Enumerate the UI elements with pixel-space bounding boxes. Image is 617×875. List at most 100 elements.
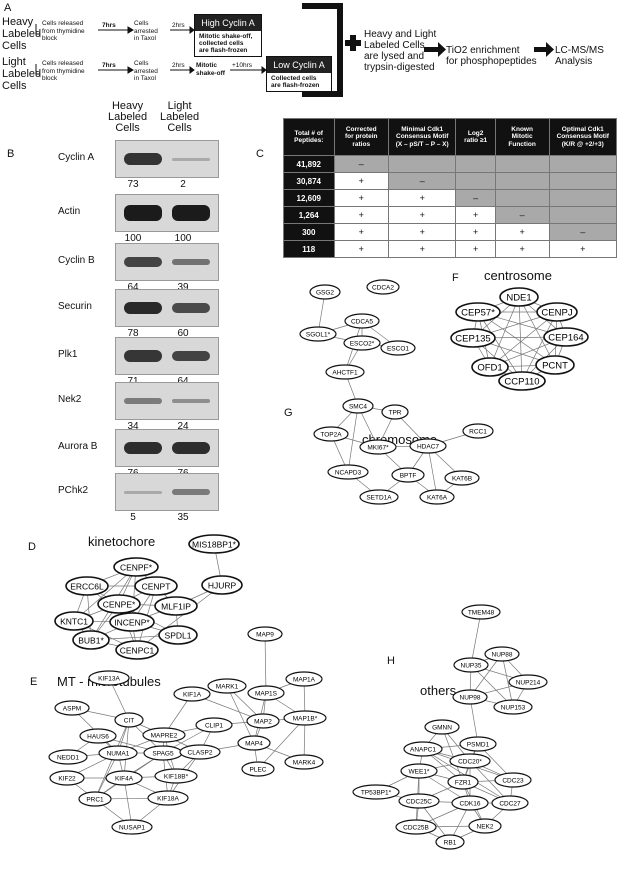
network-node-label: MAPRE2 bbox=[151, 733, 178, 740]
network-node bbox=[105, 770, 143, 786]
table-cell bbox=[548, 155, 617, 173]
light-band-2 bbox=[172, 258, 210, 266]
network-edge bbox=[347, 405, 359, 473]
heavy-value-4: 71 bbox=[118, 376, 148, 387]
light-value-0: 2 bbox=[180, 179, 186, 190]
light-2hrs: 2hrs bbox=[172, 62, 185, 69]
peptide-count: 300 bbox=[283, 223, 335, 241]
heavy-band-6 bbox=[124, 441, 162, 455]
panel-label-b: B bbox=[7, 148, 15, 160]
network-node-label: KIF18B* bbox=[164, 774, 189, 781]
network-node bbox=[54, 611, 94, 631]
network-node-label: BPTF bbox=[400, 473, 417, 480]
network-node bbox=[195, 717, 233, 733]
table-row: 30,874+– bbox=[283, 172, 617, 190]
network-node-label: CEP57* bbox=[461, 308, 495, 319]
network-node-label: ESCO2* bbox=[350, 341, 375, 348]
network-node bbox=[247, 685, 285, 701]
network-node bbox=[447, 774, 479, 790]
table-cell: + bbox=[455, 206, 496, 224]
network-node bbox=[471, 357, 509, 377]
network-node-label: PRC1 bbox=[86, 797, 104, 804]
blot-lane-4 bbox=[115, 337, 219, 375]
network-node-label: CENPF* bbox=[120, 563, 153, 573]
high-cyclin-note: Mitotic shake-off, collected cells are f… bbox=[199, 33, 253, 54]
network-node-label: MARK4 bbox=[293, 760, 316, 767]
low-cyclin-note: Collected cells are flash-frozen bbox=[271, 75, 320, 89]
blot-col-heavy: Heavy Labeled Cells bbox=[108, 100, 148, 134]
network-node bbox=[419, 489, 455, 505]
table-header: Known Mitotic Function bbox=[494, 118, 550, 156]
network-node bbox=[498, 371, 546, 391]
network-node-label: CDC27 bbox=[499, 801, 521, 808]
heavy-cells-label: Heavy Labeled Cells bbox=[2, 16, 42, 52]
network-node-label: MAP1S bbox=[255, 691, 278, 698]
network-node-label: NCAPD3 bbox=[335, 470, 362, 477]
network-node bbox=[342, 398, 374, 414]
network-node bbox=[201, 575, 243, 595]
network-node bbox=[111, 819, 153, 835]
heavy-band-1 bbox=[124, 205, 162, 221]
light-band-1 bbox=[172, 205, 210, 221]
heavy-band-7 bbox=[124, 490, 162, 494]
low-cyclin-box: Low Cyclin A Collected cells are flash-f… bbox=[266, 56, 332, 92]
table-row: 1,264+++– bbox=[283, 206, 617, 224]
blot-label-3: Securin bbox=[58, 301, 92, 312]
network-node-label: TOP2A bbox=[320, 432, 342, 439]
network-node bbox=[343, 335, 381, 351]
network-node-label: BUB1* bbox=[78, 636, 104, 646]
network-node-label: SGOL1* bbox=[306, 332, 331, 339]
network-node-label: CDCA2 bbox=[372, 285, 394, 292]
heavy-value-2: 64 bbox=[127, 282, 139, 293]
table-cell bbox=[494, 189, 550, 207]
network-node bbox=[48, 749, 88, 765]
blot-lane-0 bbox=[115, 140, 219, 178]
network-node bbox=[508, 674, 548, 690]
network-node-label: CDK16 bbox=[460, 801, 481, 808]
table-cell: + bbox=[333, 189, 389, 207]
network-node-label: KIF4A bbox=[115, 776, 134, 783]
network-node-label: CENPC1 bbox=[120, 646, 155, 656]
network-node-label: GMNN bbox=[432, 725, 452, 732]
high-cyclin-title: High Cyclin A bbox=[195, 15, 261, 31]
network-edge bbox=[477, 311, 556, 366]
blot-lane-7 bbox=[115, 473, 219, 511]
network-edge bbox=[441, 726, 464, 783]
network-node bbox=[484, 646, 520, 662]
network-node-label: ANAPC1 bbox=[410, 747, 436, 754]
lysed-text: Heavy and Light Labeled Cells are lysed … bbox=[364, 29, 437, 73]
network-node bbox=[115, 640, 159, 660]
table-row: 12,609++– bbox=[283, 189, 617, 207]
network-node-label: CLIP1 bbox=[205, 723, 223, 730]
light-band-4 bbox=[172, 350, 210, 362]
network-node bbox=[366, 279, 400, 295]
network-node-label: TP53BP1* bbox=[361, 790, 392, 797]
high-cyclin-box: High Cyclin A Mitotic shake-off, collect… bbox=[194, 14, 262, 57]
network-node bbox=[97, 594, 141, 614]
network-node bbox=[109, 612, 155, 632]
network-node-label: CDC20* bbox=[458, 759, 482, 766]
network-node bbox=[449, 753, 491, 769]
peptide-count: 118 bbox=[283, 240, 335, 258]
table-row: 300++++– bbox=[283, 223, 617, 241]
heavy-value-0: 73 bbox=[127, 179, 139, 190]
network-node bbox=[241, 761, 275, 777]
network-node bbox=[179, 744, 221, 760]
network-edge bbox=[123, 777, 133, 828]
network-node bbox=[114, 712, 144, 728]
network-node bbox=[147, 790, 189, 806]
network-node bbox=[173, 686, 211, 702]
table-header: Corrected for protein ratios bbox=[333, 118, 389, 156]
panel-label-a: A bbox=[4, 2, 12, 14]
network-node bbox=[398, 793, 440, 809]
table-header: Total # of Peptides: bbox=[283, 118, 335, 156]
network-node-label: CCP110 bbox=[504, 377, 539, 388]
panel-label-g: G bbox=[284, 407, 293, 419]
table-cell bbox=[494, 155, 550, 173]
network-node-label: NUP98 bbox=[460, 695, 481, 702]
others-title: others bbox=[420, 683, 457, 698]
network-node-label: KIF1A bbox=[183, 692, 202, 699]
light-value-4: 64 bbox=[168, 376, 198, 387]
